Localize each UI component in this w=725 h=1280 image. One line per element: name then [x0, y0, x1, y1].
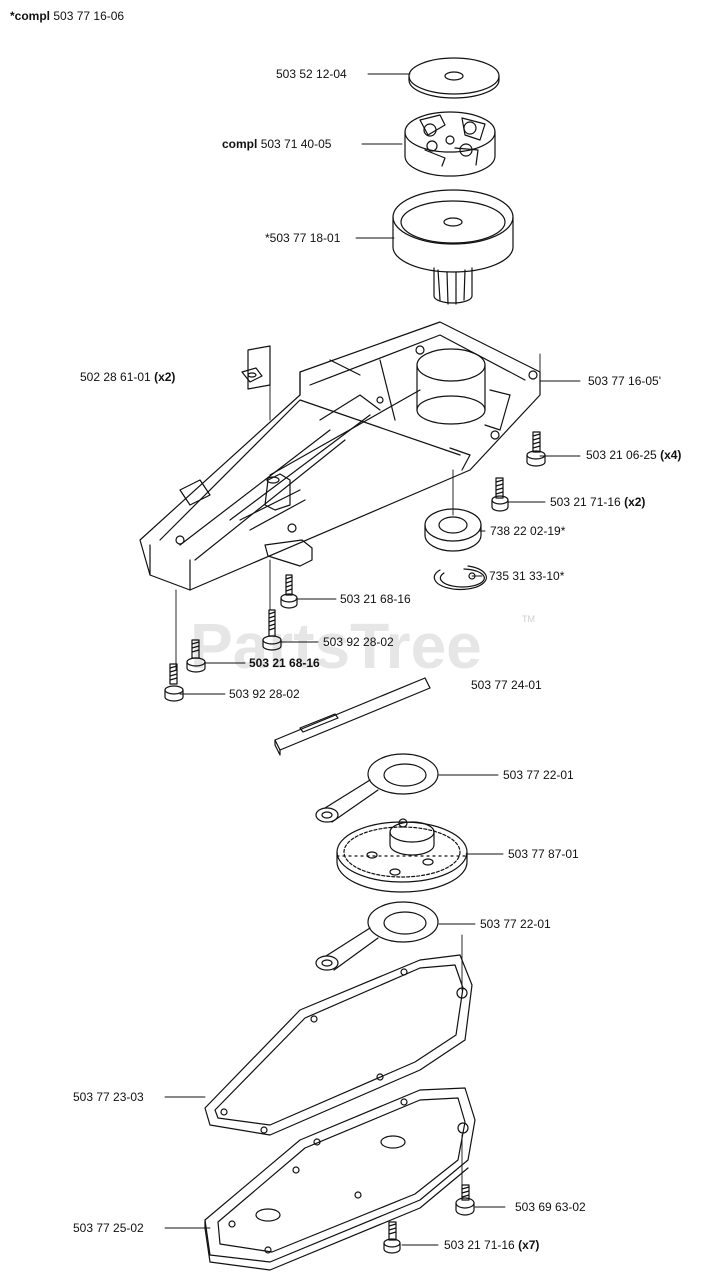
clutch-washer [408, 57, 500, 99]
label-nut-number: 502 28 61-01 [80, 370, 151, 384]
gasket [204, 954, 473, 1136]
assembly-title-number: 503 77 16-06 [53, 9, 125, 23]
label-gasket[interactable]: 503 77 23-03 [73, 1090, 144, 1104]
connecting-rod-bottom [315, 901, 439, 971]
label-nut[interactable]: 502 28 61-01 (x2) [80, 370, 175, 384]
label-screw-a[interactable]: 503 21 68-16 [340, 592, 411, 606]
label-washer-a[interactable]: 503 92 28-02 [323, 635, 394, 649]
label-rod-bottom[interactable]: 503 77 22-01 [480, 917, 551, 931]
screw-b [186, 639, 206, 673]
nut [241, 345, 271, 390]
label-washer-b[interactable]: 503 92 28-02 [229, 687, 300, 701]
washer-b [164, 663, 184, 702]
label-screw-b-number: 503 21 68-16 [249, 656, 320, 670]
washer-a [262, 609, 282, 651]
label-screw-x4-number: 503 21 06-25 [586, 448, 657, 462]
watermark: PartsTree TM [190, 610, 535, 682]
label-bearing[interactable]: 738 22 02-19* [490, 524, 566, 538]
label-plate[interactable]: 503 77 24-01 [471, 678, 542, 692]
label-housing[interactable]: 503 77 16-05' [588, 374, 662, 388]
circlip [433, 565, 487, 591]
label-screw-x2-number: 503 21 71-16 [550, 495, 621, 509]
cover-screws-x7 [383, 1221, 401, 1254]
clutch-assembly [404, 111, 496, 177]
screw-a [280, 574, 298, 609]
label-screw-x4-qty: (x4) [660, 448, 682, 462]
label-nut-qty: (x2) [154, 370, 176, 384]
label-gear[interactable]: 503 77 87-01 [508, 847, 579, 861]
label-cover-screws-qty: (x7) [518, 1238, 540, 1252]
svg-text:PartsTree: PartsTree [190, 610, 482, 682]
label-circlip[interactable]: 735 31 33-10* [489, 569, 565, 583]
cover-screw [455, 1184, 475, 1216]
label-screw-x2-qty: (x2) [624, 495, 646, 509]
crank-gear [336, 818, 468, 893]
assembly-title: *compl 503 77 16-06 [10, 9, 124, 23]
assembly-title-prefix: *compl [10, 9, 51, 23]
label-clutch-number: 503 71 40-05 [260, 137, 332, 151]
label-clutch[interactable]: compl 503 71 40-05 [222, 137, 331, 151]
label-rod-top[interactable]: 503 77 22-01 [503, 768, 574, 782]
label-screw-x2[interactable]: 503 21 71-16 (x2) [550, 495, 645, 509]
label-washer[interactable]: 503 52 12-04 [276, 67, 347, 81]
clutch-drum [392, 189, 514, 305]
gear-housing [139, 321, 541, 591]
label-screw-b[interactable]: 503 21 68-16 [249, 656, 320, 670]
label-cover-screws-number: 503 21 71-16 [444, 1238, 515, 1252]
bearing [424, 508, 482, 552]
label-drum[interactable]: *503 77 18-01 [265, 231, 341, 245]
blade-plate [274, 677, 431, 756]
screw-x4 [526, 431, 546, 467]
label-clutch-prefix: compl [222, 137, 258, 151]
svg-text:TM: TM [522, 614, 535, 624]
connecting-rod-top [315, 753, 439, 823]
gear-cover [204, 1087, 476, 1271]
label-cover[interactable]: 503 77 25-02 [73, 1221, 144, 1235]
label-cover-screws[interactable]: 503 21 71-16 (x7) [444, 1238, 539, 1252]
label-cover-screw[interactable]: 503 69 63-02 [515, 1200, 586, 1214]
label-screw-x4[interactable]: 503 21 06-25 (x4) [586, 448, 681, 462]
screw-x2 [491, 477, 509, 512]
